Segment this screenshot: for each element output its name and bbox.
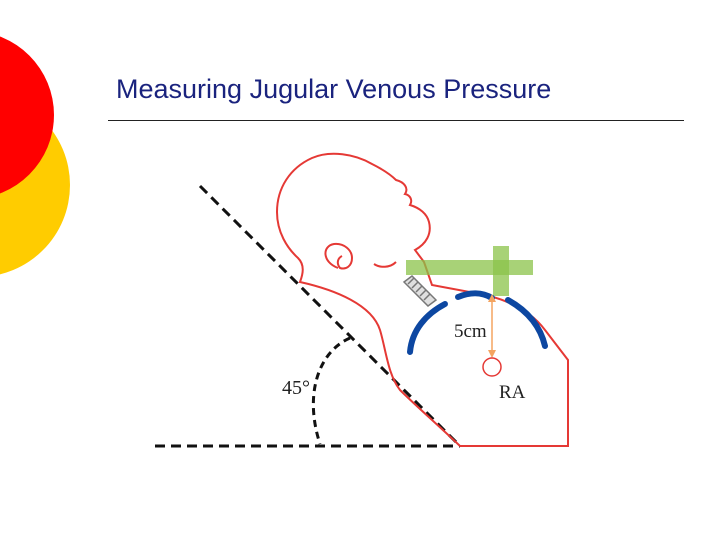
vertical-ruler — [493, 246, 509, 296]
atrium-label: RA — [499, 382, 526, 403]
ear — [324, 242, 354, 270]
upper-rib-arc — [455, 290, 495, 301]
decorative-circles — [0, 36, 70, 275]
right-atrium-circle — [482, 357, 502, 377]
slide-title: Measuring Jugular Venous Pressure — [116, 74, 552, 104]
height-label: 5cm — [454, 321, 487, 342]
left-rib-arc — [407, 301, 448, 355]
eye — [373, 261, 397, 268]
horizontal-ruler — [406, 260, 533, 275]
neck-muscle — [402, 275, 438, 307]
arrow-head-bottom — [488, 350, 496, 358]
arrow-head-top — [488, 294, 496, 302]
title-divider — [108, 120, 684, 121]
right-rib-arc — [505, 297, 548, 349]
angle-label: 45° — [282, 377, 310, 399]
red-circle — [0, 36, 54, 194]
angle-arc — [311, 336, 351, 445]
angle-reference-line — [198, 184, 462, 448]
patient-outline — [275, 152, 569, 447]
